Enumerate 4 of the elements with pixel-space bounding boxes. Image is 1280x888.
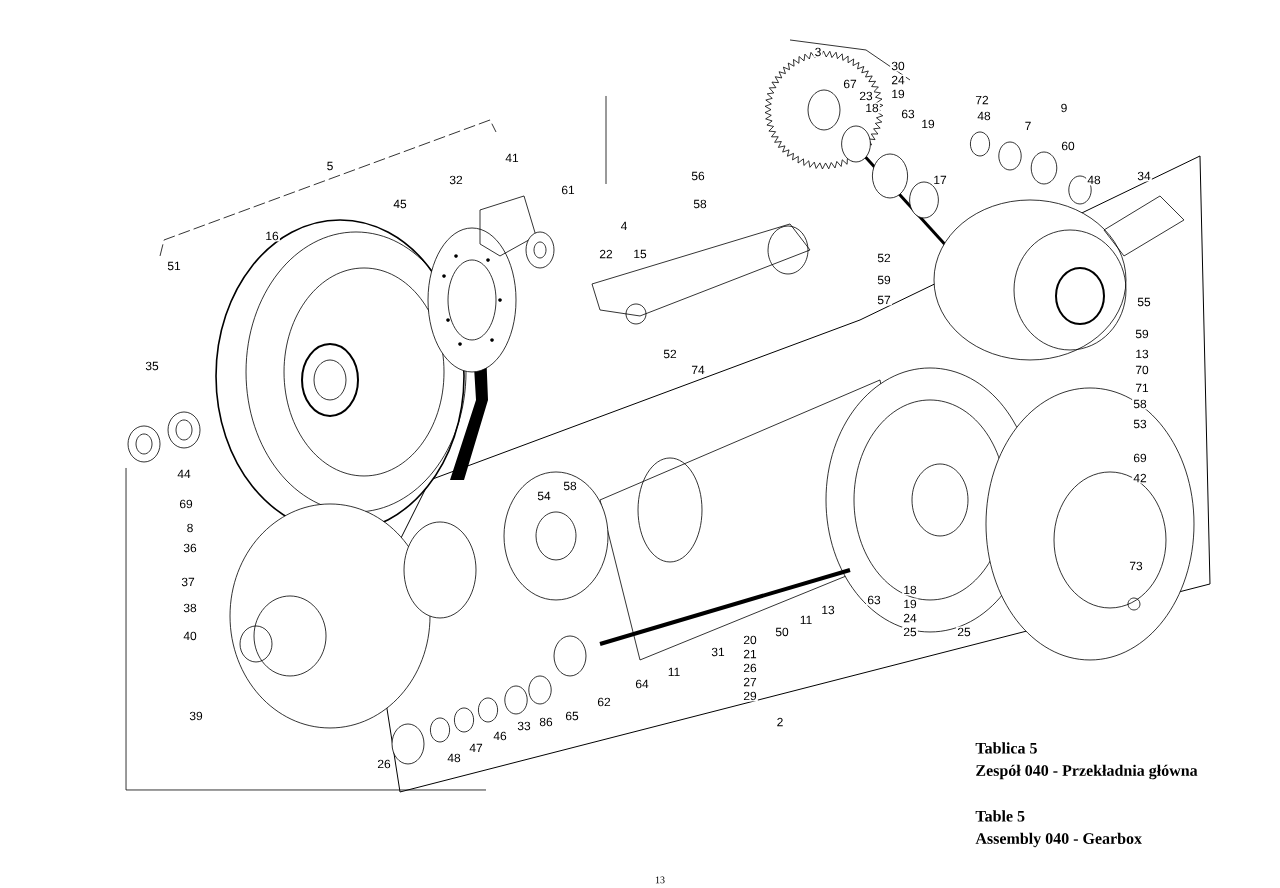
caption-text: Table 5 [975, 810, 1025, 822]
caption-text: Assembly 040 - Gearbox [975, 832, 1142, 848]
caption-text: Tablica 5 [975, 742, 1037, 754]
caption-text: Zespół 040 - Przekładnia główna [976, 764, 1198, 780]
